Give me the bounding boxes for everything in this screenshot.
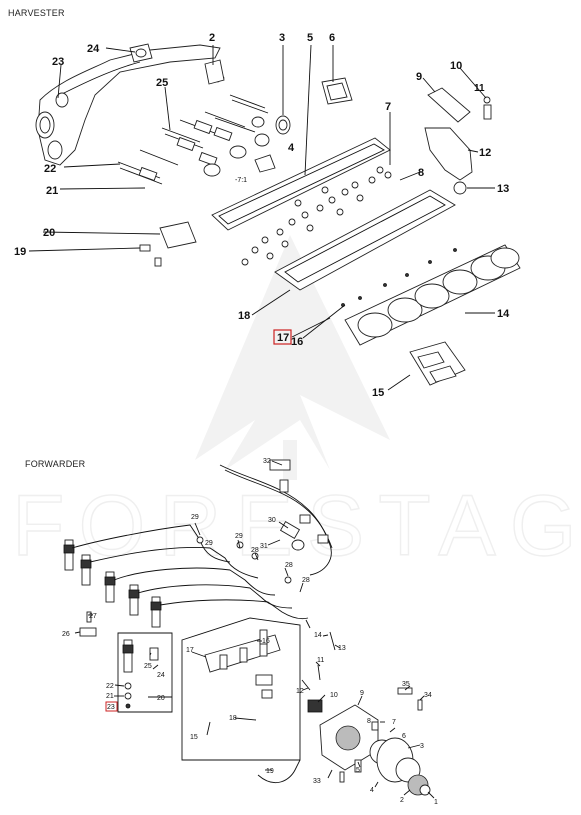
callout-21: 21: [46, 185, 58, 197]
o-ring: [453, 181, 467, 195]
callout-leaders: [28, 44, 495, 391]
fw-callout-29a: 29: [191, 514, 199, 521]
fw-callout-30: 30: [268, 517, 276, 524]
callout-5: 5: [307, 32, 313, 44]
fw-callout-26: 26: [62, 631, 70, 638]
fw-callout-25: 25: [144, 663, 152, 670]
callout-8: 8: [418, 167, 424, 179]
callout-12: 12: [479, 147, 491, 159]
callout-6: 6: [329, 32, 335, 44]
fw-callout-28c: 28: [302, 577, 310, 584]
fw-callout-7: 7: [392, 719, 396, 726]
fw-callout-6: 6: [402, 733, 406, 740]
section-title-harvester: HARVESTER: [8, 8, 65, 18]
fitting: [483, 96, 492, 120]
injectors: [63, 539, 162, 673]
fw-callout-12: 12: [296, 688, 304, 695]
fw-callout-9: 9: [360, 690, 364, 697]
exhaust-manifold: [35, 43, 221, 166]
callout-17-highlight: [273, 329, 292, 345]
gear-assembly: [339, 687, 431, 796]
sensor: [139, 244, 162, 267]
fw-callout-1: 1: [434, 799, 438, 806]
callout-4: 4: [288, 142, 295, 154]
fw-callout-23-highlight: [105, 701, 118, 712]
callout-24: 24: [87, 43, 100, 55]
fw-callout-4: 4: [370, 787, 374, 794]
cylinder-head-gasket: [274, 189, 456, 291]
bolt-cluster: [241, 166, 392, 266]
callout-20: 20: [43, 227, 55, 239]
callout-18: 18: [238, 310, 250, 322]
fw-callout-33: 33: [313, 778, 321, 785]
fw-callout-27: 27: [89, 613, 97, 620]
callout-2: 2: [209, 32, 215, 44]
fw-callout-32: 32: [263, 458, 271, 465]
fw-callout-23: 23: [107, 704, 115, 711]
bracket: [254, 154, 276, 173]
wiring-harness: [219, 459, 333, 576]
fw-callout-21: 21: [106, 693, 114, 700]
fw-callout-20: 20: [157, 695, 165, 702]
fw-callout-8: 8: [367, 718, 371, 725]
fw-callout-24: 24: [157, 672, 165, 679]
head-gasket: [344, 244, 521, 346]
fw-callout-22: 22: [106, 683, 114, 690]
pipe: [204, 59, 225, 85]
forwarder-callout-leaders: [74, 460, 435, 799]
fw-callout-14: 14: [314, 632, 322, 639]
fw-callout-10: 10: [330, 692, 338, 699]
callout-22: 22: [44, 163, 56, 175]
fw-callout-16: 16: [262, 638, 270, 645]
fw-callout-13: 13: [338, 645, 346, 652]
fw-callout-29c: 29: [205, 540, 213, 547]
fw-callout-29b: 29: [235, 533, 243, 540]
bolts: [301, 619, 336, 691]
fw-callout-2: 2: [400, 797, 404, 804]
callout-17: 17: [277, 332, 289, 344]
plate: [159, 221, 197, 249]
callout-19: 19: [14, 246, 26, 258]
fw-callout-35: 35: [402, 681, 410, 688]
fw-callout-18: 18: [229, 715, 237, 722]
pump-gasket: [424, 127, 473, 181]
callout-25: 25: [156, 77, 168, 89]
bolt-set: [117, 94, 270, 185]
fw-callout-11: 11: [317, 657, 324, 664]
fw-callout-34: 34: [424, 692, 432, 699]
callout-14: 14: [497, 308, 510, 320]
callout-15: 15: [372, 387, 384, 399]
callout-9: 9: [416, 71, 422, 83]
section-title-forwarder: FORWARDER: [25, 459, 86, 469]
fw-callout-28a: 28: [251, 547, 259, 554]
fuel-rail: [181, 617, 301, 761]
callout-13: 13: [497, 183, 509, 195]
fuel-lines: [71, 524, 309, 620]
callout-1: -7:1: [235, 177, 247, 184]
fw-callout-5: 5: [356, 767, 360, 774]
gasket-plate: [321, 77, 353, 105]
callout-7: 7: [385, 101, 391, 113]
callout-23: 23: [52, 56, 64, 68]
fuel-pipe: [257, 759, 301, 784]
fw-callout-15: 15: [190, 734, 198, 741]
fw-callout-3: 3: [420, 743, 424, 750]
watermark-text: FORESTAGRI: [12, 478, 581, 574]
callout-3: 3: [279, 32, 285, 44]
fw-callout-17: 17: [186, 647, 194, 654]
fw-callout-28b: 28: [285, 562, 293, 569]
callout-11: 11: [474, 83, 485, 94]
gasket-9: [427, 87, 471, 123]
fuel-pump: [307, 699, 379, 771]
callout-10: 10: [450, 60, 462, 72]
gasket-set: [409, 341, 466, 386]
callout-16: 16: [291, 336, 303, 348]
fw-callout-31: 31: [260, 543, 268, 550]
fw-callout-19: 19: [266, 768, 274, 775]
